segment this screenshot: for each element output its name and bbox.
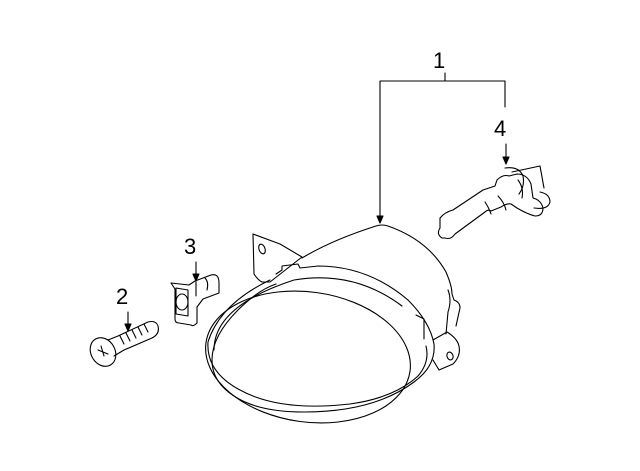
callout-4-label[interactable]: 4 (494, 116, 507, 141)
bulb-part[interactable] (437, 165, 551, 240)
callout-1-label[interactable]: 1 (433, 48, 446, 73)
callout-3-label[interactable]: 3 (184, 234, 197, 259)
callout-1-bracket (376, 72, 506, 224)
callout-3-leader (192, 261, 200, 282)
screw-part[interactable] (85, 320, 159, 371)
callout-2-leader (124, 311, 132, 332)
fog-lamp-assembly-part[interactable] (197, 224, 461, 436)
callout-4-leader (502, 143, 510, 165)
callout-2-label[interactable]: 2 (116, 284, 129, 309)
retainer-clip-part[interactable] (170, 274, 220, 327)
